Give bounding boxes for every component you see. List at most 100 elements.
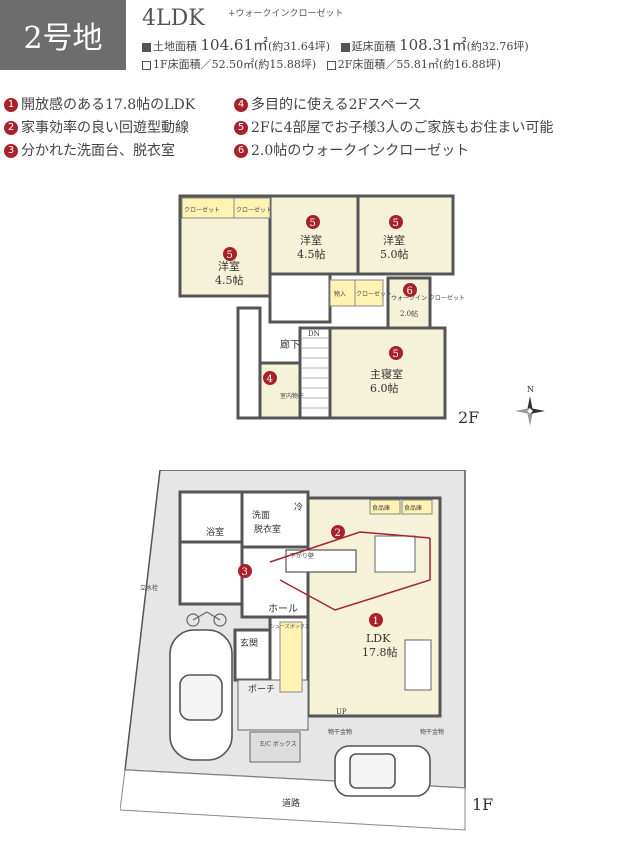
svg-text:N: N (527, 385, 534, 394)
ldk-size: 17.8帖 (362, 646, 398, 659)
faucet-label: 立水栓 (140, 584, 158, 592)
marker-group-1f: 1 2 3 (238, 525, 383, 627)
room-space (258, 361, 302, 420)
room2-size: 4.5帖 (297, 248, 326, 261)
stair-area (298, 326, 332, 420)
layout-type: 4LDK (142, 6, 205, 31)
entry-label: 玄関 (240, 637, 258, 649)
closet-2-label: クローゼット (236, 206, 272, 214)
sofa (404, 639, 432, 691)
bath-label: 浴室 (206, 526, 224, 538)
pantry-2-label: 食品庫 (404, 504, 422, 512)
closet-1-label: クローゼット (184, 206, 220, 214)
room-western-3 (356, 194, 455, 276)
floor1-label: 1F (472, 795, 494, 814)
master-name: 主寝室 (370, 367, 403, 381)
ldk-name: LDK (366, 632, 391, 645)
area-row-main: 土地面積 104.61㎡(約31.64坪) 延床面積 108.31㎡(約32.7… (142, 34, 529, 55)
square-outline-icon (326, 60, 336, 70)
bicycle-icon (186, 611, 227, 627)
room1-size: 4.5帖 (215, 274, 244, 287)
shoes-label: シューズボックス (270, 623, 310, 630)
hall-label: ホール (268, 603, 298, 615)
square-filled-icon (142, 42, 151, 52)
land-area-tsubo: (約31.64坪) (268, 40, 331, 53)
svg-text:5: 5 (393, 349, 399, 360)
svg-text:3: 3 (242, 567, 248, 578)
entry-room (233, 628, 272, 682)
road-label: 道路 (282, 797, 300, 809)
square-filled-icon (340, 42, 350, 52)
room2-name: 洋室 (300, 233, 322, 247)
wic-name: ウォークイン クローゼット (391, 294, 465, 302)
storage-1-label: 物干金物 (328, 728, 352, 736)
hall-area (268, 272, 332, 324)
kitchen-counter (285, 549, 357, 573)
floor2-label: 2F (458, 408, 480, 427)
floor-area-label: 延床面積 (351, 40, 396, 53)
area-row-floors: 1F床面積／52.50㎡(約15.88坪) 2F床面積／55.81㎡(約16.8… (142, 56, 501, 72)
closet-2 (233, 197, 271, 219)
svg-text:2: 2 (335, 528, 341, 539)
floor2-area: 2F床面積／55.81㎡(約16.88坪) (337, 58, 501, 71)
svg-text:1: 1 (373, 616, 379, 627)
closet-3-label: 物入 (334, 290, 346, 298)
land-area-value: 104.61㎡ (200, 36, 269, 54)
counter-label: 下がり壁 (290, 552, 314, 560)
ebox-area (249, 731, 301, 763)
land-area-label: 土地面積 (153, 40, 197, 53)
floor1-plan: 浴室 洗面 脱衣室 冷 食品庫 食品庫 下がり壁 ホール 玄関 ポーチ シューズ… (120, 470, 466, 831)
storage-2-label: 物干金物 (420, 728, 444, 736)
dining-table (374, 535, 416, 573)
porch-label: ポーチ (248, 684, 275, 695)
square-outline-icon (142, 60, 151, 70)
wash-label: 洗面 (252, 509, 270, 521)
svg-text:4: 4 (267, 374, 273, 385)
ebox-label: E/C ボックス (260, 740, 297, 748)
marker-group-2f: 5 5 5 5 4 6 (223, 215, 417, 385)
master-size: 6.0帖 (370, 382, 399, 395)
room-wic (386, 276, 432, 330)
closet-4-label: クローゼット (356, 290, 392, 298)
svg-text:6: 6 (407, 286, 413, 297)
floor1-area: 1F床面積／52.50㎡(約15.88坪) (153, 58, 317, 71)
svg-text:5: 5 (393, 218, 399, 229)
hallway-label: 廊下 (280, 338, 300, 351)
closet-4 (354, 279, 384, 307)
car-icon-2 (334, 745, 431, 797)
circulation-route (279, 538, 431, 611)
floor2-plan: クローゼット クローゼット 洋室 4.5帖 洋室 4.5帖 洋室 5.0帖 物入… (178, 194, 465, 420)
pantry-1-label: 食品庫 (372, 504, 390, 512)
dn-label: DN (308, 330, 320, 338)
closet-3 (329, 279, 356, 307)
north-arrow-icon: N (515, 385, 545, 426)
car-icon-1 (169, 629, 233, 761)
room3-name: 洋室 (383, 233, 405, 247)
floor-area-value: 108.31㎡ (399, 36, 467, 54)
room3-size: 5.0帖 (380, 248, 409, 261)
shoes-box (279, 621, 303, 693)
bath-room (178, 490, 244, 544)
drying-label: 室内物干 (280, 392, 304, 400)
room1-name: 洋室 (218, 259, 240, 273)
fridge-label: 冷 (294, 501, 303, 513)
pantry-1 (369, 499, 401, 515)
lot-badge: 2号地 (0, 0, 126, 70)
layout-suffix: +ウォークインクローゼット (228, 9, 344, 19)
dressing-label: 脱衣室 (254, 523, 281, 535)
toilet-area (236, 306, 262, 420)
pantry-2 (401, 499, 433, 515)
floor-area-tsubo: (約32.76坪) (466, 40, 529, 53)
svg-text:5: 5 (310, 218, 316, 229)
svg-text:5: 5 (227, 250, 233, 261)
wic-size: 2.0帖 (400, 309, 418, 318)
toilet-room (178, 540, 244, 606)
up-label: UP (336, 708, 347, 716)
wash-room (240, 490, 310, 549)
